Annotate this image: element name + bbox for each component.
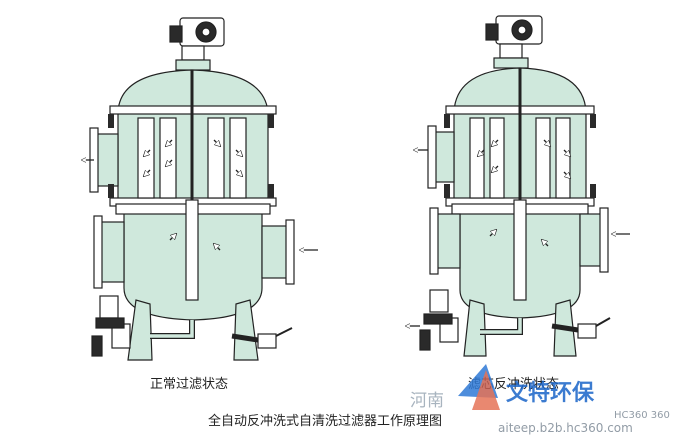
- watermark-logo-icon: [458, 364, 500, 410]
- right-flow-arrows: [406, 139, 630, 326]
- left-filter: [89, 17, 295, 361]
- watermark-url: aiteep.b2b.hc360.com: [498, 421, 633, 435]
- left-motor: [169, 17, 225, 71]
- left-side-pipe: [99, 221, 125, 283]
- watermark-company: 河南: [410, 391, 444, 411]
- right-side-pipe: [435, 213, 461, 269]
- watermark-brand: 文特环保: [506, 380, 595, 406]
- left-inlet-pipe: [261, 225, 289, 279]
- watermark: 河南 文特环保 HC360 360 aiteep.b2b.hc360.com: [410, 364, 670, 435]
- figure-title: 全自动反冲洗式自清洗过滤器工作原理图: [208, 413, 442, 429]
- left-outlet-pipe: [95, 133, 119, 187]
- right-outlet-pipe: [433, 131, 455, 183]
- left-screens: [137, 117, 247, 199]
- right-inlet-pipe: [579, 213, 603, 267]
- watermark-small-tag: HC360 360: [614, 410, 670, 421]
- right-motor: [485, 15, 543, 69]
- right-screens: [469, 117, 571, 199]
- left-caption: 正常过滤状态: [150, 377, 228, 392]
- left-flow-arrows: [82, 139, 318, 250]
- right-filter: [419, 15, 611, 357]
